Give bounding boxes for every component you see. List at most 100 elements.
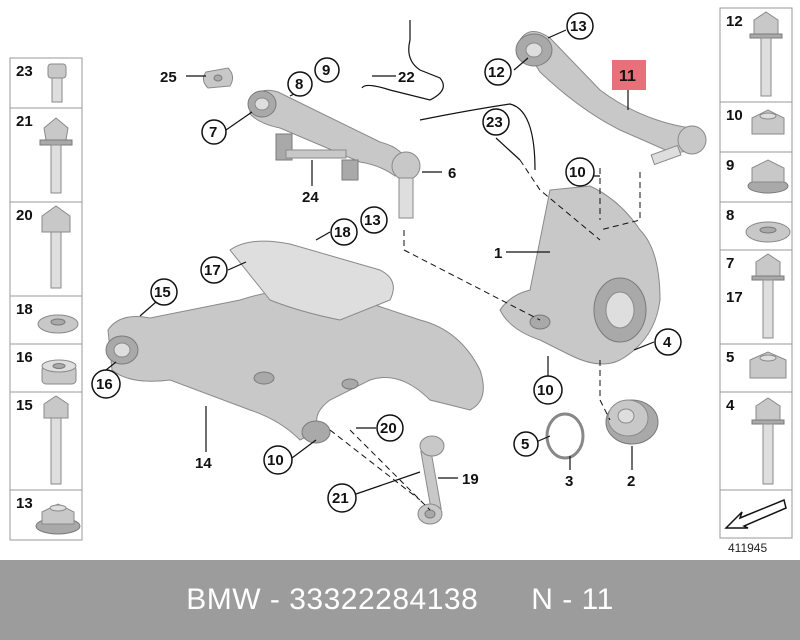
left-label-23: 23 xyxy=(16,63,33,80)
callout-1: 1 xyxy=(494,245,502,262)
callout-circle-17 xyxy=(200,256,228,284)
link-rod xyxy=(417,435,445,525)
callout-17: 17 xyxy=(204,262,221,279)
callout-16: 16 xyxy=(96,376,113,393)
callout-10c: 10 xyxy=(267,452,284,469)
right-label-8: 8 xyxy=(726,207,734,224)
callout-11: 11 xyxy=(619,68,636,85)
leader-lines xyxy=(105,29,655,495)
callout-6: 6 xyxy=(448,165,456,182)
ball-joint xyxy=(391,151,421,219)
callout-25: 25 xyxy=(160,69,177,86)
right-label-9: 9 xyxy=(726,157,734,174)
left-label-15: 15 xyxy=(16,397,33,414)
right-label-12: 12 xyxy=(726,13,743,30)
callout-14: 14 xyxy=(195,455,212,472)
wheel-carrier xyxy=(499,185,661,365)
sensor-cable-lower xyxy=(419,103,536,171)
direction-arrow-icon xyxy=(724,498,787,529)
callout-2: 2 xyxy=(627,473,635,490)
left-label-18: 18 xyxy=(16,301,33,318)
footer-position: N - 11 xyxy=(531,583,614,616)
callout-21: 21 xyxy=(332,490,349,507)
callout-circle-16 xyxy=(91,369,121,399)
footer-brand: BMW xyxy=(186,583,262,616)
sensor-cable xyxy=(361,20,444,101)
highlight-box-11 xyxy=(612,60,646,90)
callout-4: 4 xyxy=(663,334,672,351)
exploded-view: 23 21 20 18 16 15 13 xyxy=(9,7,793,555)
washer-8-icon xyxy=(745,221,791,243)
callout-23: 23 xyxy=(486,114,503,131)
bolt-12-icon xyxy=(749,11,783,97)
callout-15: 15 xyxy=(154,284,171,301)
left-label-20: 20 xyxy=(16,207,33,224)
right-fastener-column: 12 10 9 8 7 17 5 4 xyxy=(719,7,793,539)
box-21 xyxy=(9,107,83,203)
footer-part-number: 33322284138 xyxy=(289,583,479,616)
callout-8: 8 xyxy=(295,76,303,93)
callout-circle-13a xyxy=(566,12,594,40)
callout-22: 22 xyxy=(398,69,415,86)
footer-bar: BMW - 33322284138 N - 11 xyxy=(0,560,800,640)
callout-circle-7 xyxy=(201,119,227,145)
right-label-5: 5 xyxy=(726,349,734,366)
callout-13b: 13 xyxy=(364,212,381,229)
callouts: 25 8 9 22 13 12 11 7 23 10 6 24 18 13 17… xyxy=(91,12,682,513)
callout-circle-21 xyxy=(327,483,357,513)
flange-bolt-icon xyxy=(39,117,73,194)
right-label-10: 10 xyxy=(726,107,743,124)
callout-13a: 13 xyxy=(570,18,587,35)
callout-circle-20 xyxy=(376,414,404,442)
callout-7: 7 xyxy=(209,124,217,141)
callout-circle-5 xyxy=(513,431,539,457)
nut-9-icon xyxy=(747,159,789,194)
callout-10a: 10 xyxy=(569,164,586,181)
footer-gap xyxy=(478,583,531,617)
diagram-id: 411945 xyxy=(728,541,767,555)
right-label-7: 7 xyxy=(726,255,734,272)
snap-ring xyxy=(545,412,585,460)
callout-circle-9 xyxy=(314,57,340,83)
flange-nut-icon xyxy=(35,503,81,535)
bracket xyxy=(275,133,359,181)
callout-circle-8 xyxy=(287,71,313,97)
socket-screw-icon xyxy=(47,63,67,103)
callout-5: 5 xyxy=(521,436,529,453)
left-label-21: 21 xyxy=(16,113,33,130)
footer-sep: - xyxy=(261,583,290,616)
callout-circle-15 xyxy=(150,278,178,306)
callout-19: 19 xyxy=(462,471,479,488)
right-label-4: 4 xyxy=(726,397,735,414)
callout-18: 18 xyxy=(334,224,351,241)
left-label-16: 16 xyxy=(16,349,33,366)
callout-20: 20 xyxy=(380,420,397,437)
callout-10b: 10 xyxy=(537,382,554,399)
nut-10-icon xyxy=(751,109,785,135)
callout-12: 12 xyxy=(488,64,505,81)
callout-circle-18 xyxy=(330,218,358,246)
bolt-4-icon xyxy=(751,397,785,485)
control-arm-11 xyxy=(515,31,707,166)
rubber-mount xyxy=(605,399,659,445)
box-23 xyxy=(9,57,83,109)
callout-circle-4 xyxy=(654,328,682,356)
callout-circle-10a xyxy=(565,157,595,187)
hex-bolt-icon xyxy=(41,205,71,289)
left-fastener-column: 23 21 20 18 16 15 13 xyxy=(9,57,83,541)
plate xyxy=(202,67,234,89)
callout-circle-10b xyxy=(533,375,563,405)
callout-3: 3 xyxy=(565,473,573,490)
right-label-17: 17 xyxy=(726,289,743,306)
callout-circle-10c xyxy=(263,445,293,475)
parts-diagram: 23 21 20 18 16 15 13 xyxy=(9,7,793,555)
callout-9: 9 xyxy=(322,62,330,79)
collar-nut-icon xyxy=(41,359,77,385)
rear-axle-carrier xyxy=(105,240,484,444)
callout-circle-13b xyxy=(360,206,388,234)
callout-24: 24 xyxy=(302,189,319,206)
callout-circle-12 xyxy=(484,58,512,86)
assembly-lines xyxy=(329,159,641,511)
callout-circle-23 xyxy=(482,108,510,136)
upper-control-arm xyxy=(247,89,407,177)
